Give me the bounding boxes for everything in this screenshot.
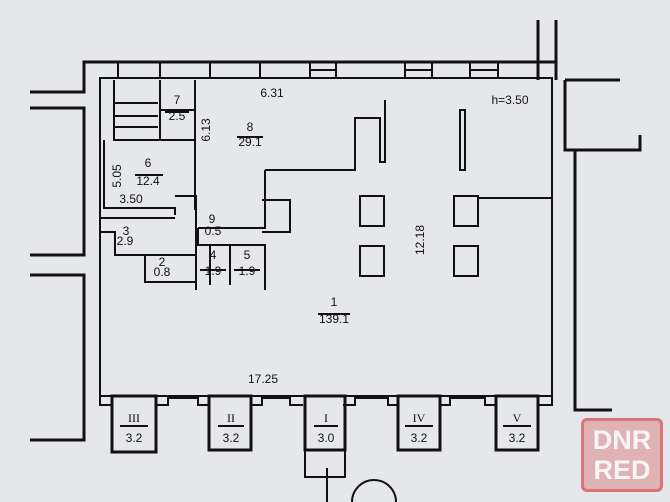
watermark-line-2: RED	[593, 455, 651, 485]
room-3-number: 3	[123, 224, 130, 238]
dim-depth: 12.18	[413, 225, 427, 255]
dim-ceiling: h=3.50	[491, 93, 528, 107]
room-4-number: 4	[210, 248, 217, 262]
dimension-labels: 6.31 6.13 5.05 3.50 h=3.50 12.18 17.25	[110, 86, 529, 386]
bay-number: II	[227, 411, 235, 425]
bay-area: 3.2	[126, 431, 143, 445]
walls	[30, 20, 642, 502]
room-9-area: 0.5	[205, 224, 222, 238]
room-8-number: 8	[247, 120, 254, 134]
bay-labels: III 3.2 II 3.2 I 3.0 IV 3.2 V 3.2	[120, 411, 531, 445]
dim-room6-height: 5.05	[110, 164, 124, 188]
room-9-number: 9	[209, 212, 216, 226]
room-6-number: 6	[145, 156, 152, 170]
dim-top: 6.31	[260, 86, 284, 100]
room-5-number: 5	[244, 248, 251, 262]
bay-number: I	[324, 411, 328, 425]
dim-room6-width: 3.50	[119, 192, 143, 206]
bay-area: 3.2	[223, 431, 240, 445]
room-1-area: 139.1	[319, 312, 349, 326]
bay-area: 3.0	[318, 431, 335, 445]
room-3-area: 2.9	[117, 234, 134, 248]
bay-number: III	[128, 411, 140, 425]
dim-room8-height: 6.13	[199, 118, 213, 142]
room-labels: 7 2.5 8 29.1 6 12.4 9 0.5 3 2.9 2 0.8 4 …	[117, 93, 350, 326]
bay-number: V	[513, 411, 522, 425]
room-2-area: 0.8	[154, 265, 171, 279]
watermark-line-1: DNR	[592, 425, 652, 455]
room-6-area: 12.4	[136, 174, 160, 188]
bay-area: 3.2	[411, 431, 428, 445]
room-7-number: 7	[174, 93, 181, 107]
dim-front: 17.25	[248, 372, 278, 386]
room-8-area: 29.1	[238, 135, 262, 149]
watermark-logo: DNR RED	[581, 418, 663, 492]
room-2-number: 2	[159, 255, 166, 269]
bay-number: IV	[413, 411, 426, 425]
bay-area: 3.2	[509, 431, 526, 445]
room-1-number: 1	[331, 295, 338, 309]
